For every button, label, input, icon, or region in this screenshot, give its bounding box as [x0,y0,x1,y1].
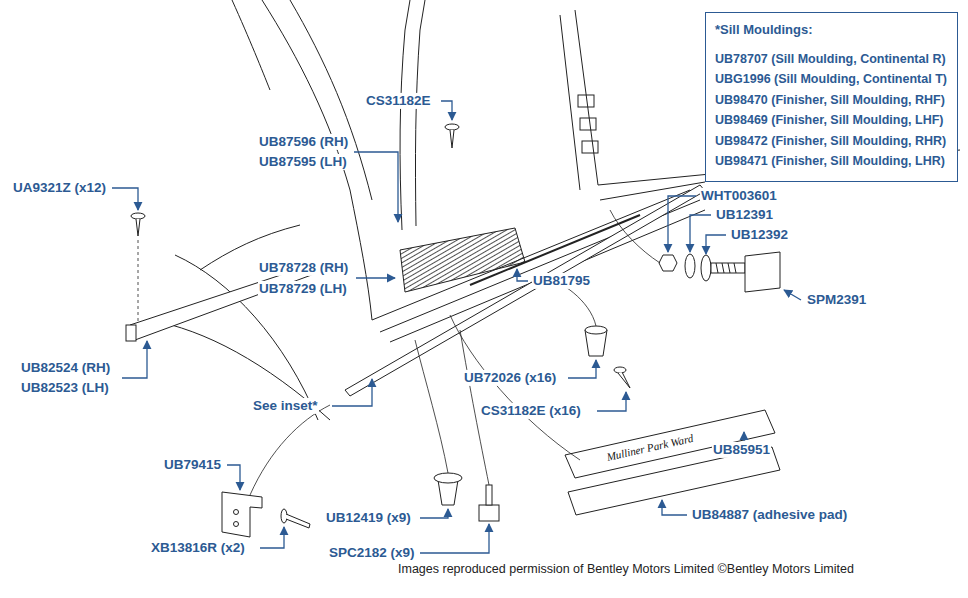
part-number: UB87595 (LH) [258,154,348,170]
part-number: UB85951 [712,442,771,458]
inset-entry: UB98471 (Finisher, Sill Moulding, LHR) [715,151,945,172]
fitting-lines [250,210,660,495]
part-number: SPM2391 [806,292,867,308]
car-body [150,0,960,420]
part-number: UB12391 [715,207,774,223]
part-number: UB84887 (adhesive pad) [691,507,848,523]
part-number: CS31182E [365,93,432,109]
part-number: UB81795 [532,273,591,289]
part-number: UB78729 (LH) [258,281,348,297]
inset-box: *Sill Mouldings: UB78707 (Sill Moulding, … [705,12,958,182]
part-number: SPC2182 (x9) [328,545,416,561]
part-number: UB78728 (RH) [258,260,349,276]
part-number: WHT003601 [700,188,778,204]
part-number: See inset* [252,398,319,414]
inset-heading: *Sill Mouldings: [715,20,813,41]
part-number: UB87596 (RH) [258,134,349,150]
copyright-note: Images reproduced permission of Bentley … [398,562,854,577]
sill-parts [126,124,780,537]
inset-entry: UB98469 (Finisher, Sill Moulding, LHF) [715,110,944,131]
part-number: XB13816R (x2) [150,540,246,556]
part-number: UB82523 (LH) [20,380,110,396]
part-number: UA9321Z (x12) [12,180,107,196]
part-number: UB79415 [163,457,222,473]
part-number: UB82524 (RH) [20,360,111,376]
part-number: UB72026 (x16) [463,370,557,386]
inset-entry: UBG1996 (Sill Moulding, Continental T) [715,69,947,90]
inset-entry: UB98470 (Finisher, Sill Moulding, RHF) [715,90,945,111]
leader-arrows [112,101,801,553]
inset-entry: UB98472 (Finisher, Sill Moulding, RHR) [715,131,946,152]
inset-entry: UB78707 (Sill Moulding, Continental R) [715,49,946,70]
part-number: CS31182E (x16) [480,403,582,419]
part-number: UB12419 (x9) [325,510,412,526]
part-number: UB12392 [730,227,789,243]
